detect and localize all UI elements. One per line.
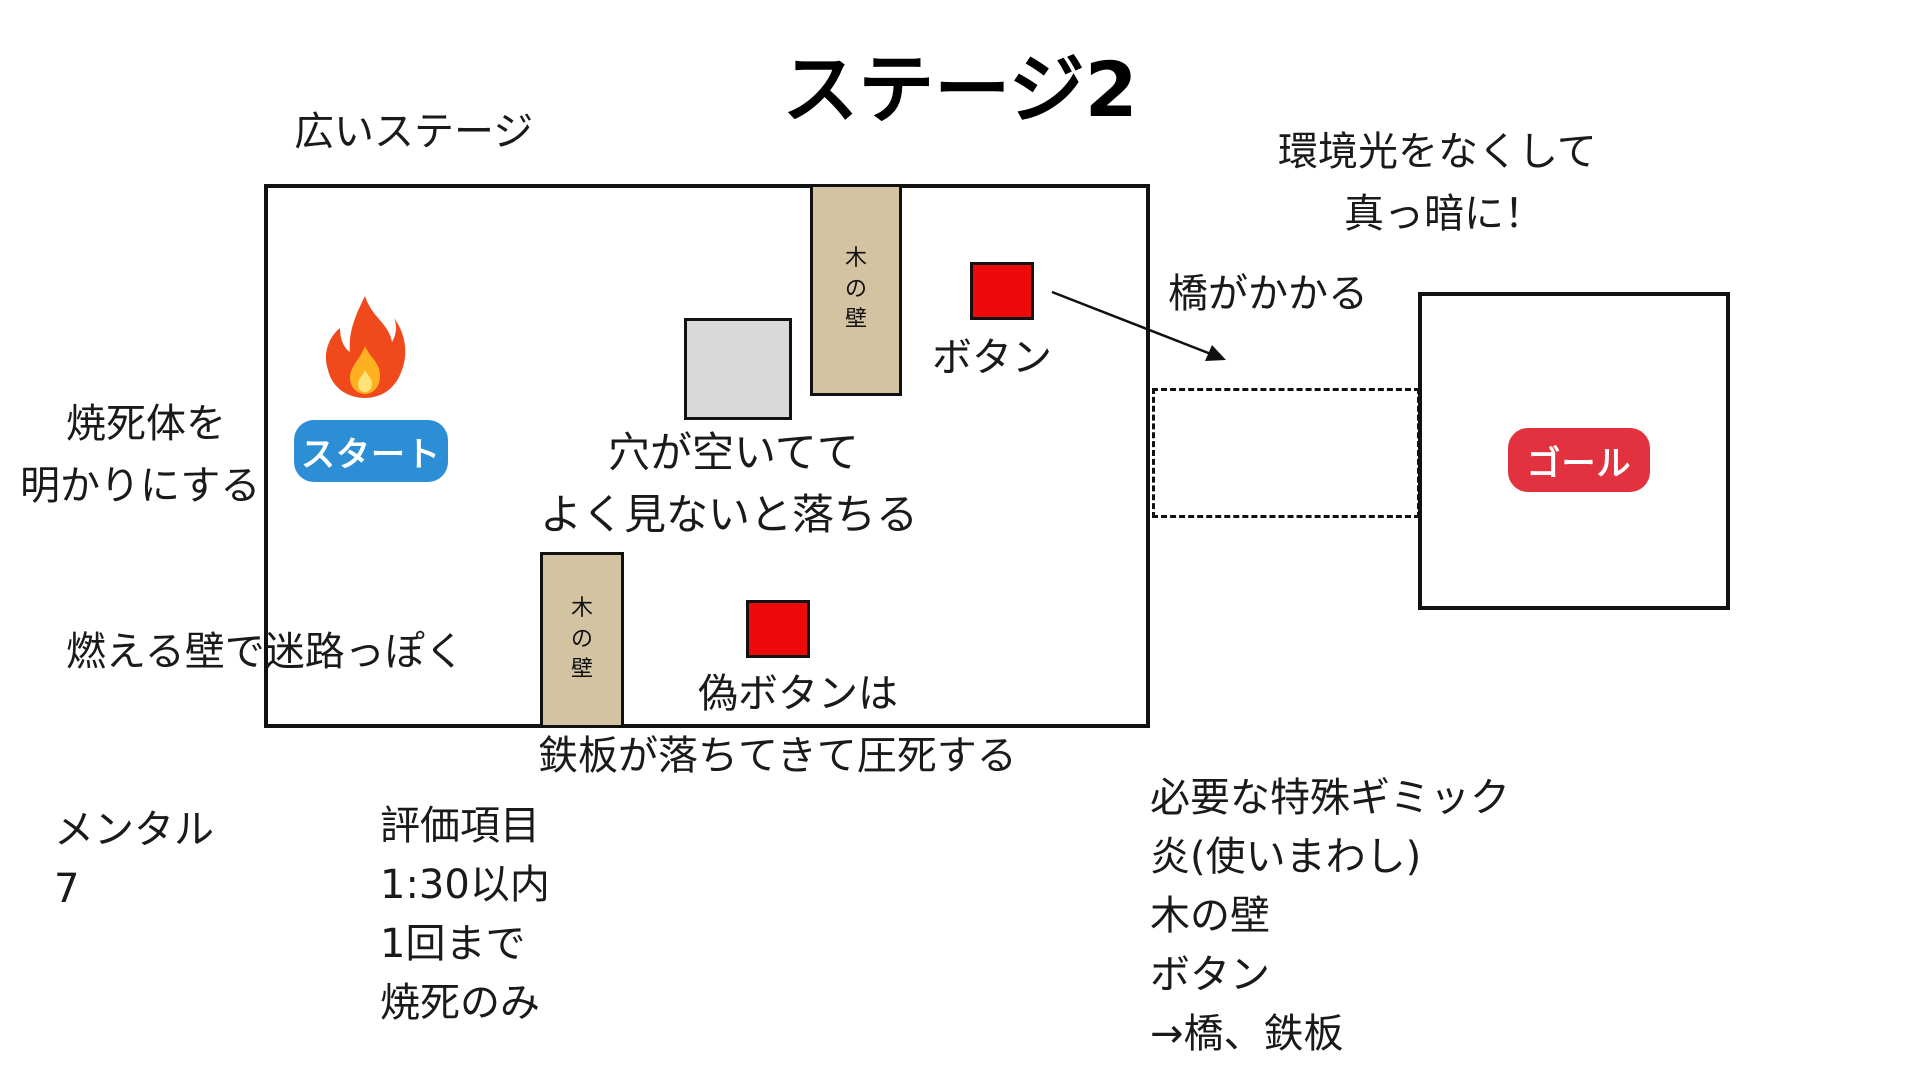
hole-label-line1: 穴が空いてて (608, 428, 859, 477)
gimmick-item: 炎(使いまわし) (1150, 834, 1422, 880)
corpse-label-line2: 明かりにする (20, 463, 261, 509)
gimmick-item: →橋、鉄板 (1150, 1011, 1344, 1057)
bridge-appears-label: 橋がかかる (1168, 271, 1368, 317)
gimmick-item: ボタン (1150, 952, 1270, 998)
evaluation-heading: 評価項目 (380, 803, 540, 849)
wood-wall-char: 壁 (844, 307, 867, 333)
flame-icon (325, 296, 406, 398)
corpse-label-line1: 焼死体を (66, 401, 226, 447)
gimmick-item: 木の壁 (1150, 893, 1270, 939)
fake-button-marker (746, 600, 810, 658)
gimmicks-heading: 必要な特殊ギミック (1150, 775, 1510, 821)
mental-value: 7 (54, 866, 80, 912)
ambient-label-line1: 環境光をなくして (1278, 129, 1597, 175)
wood-wall-char: の (844, 276, 867, 302)
ambient-label-line2: 真っ暗に！ (1344, 191, 1544, 237)
wide-stage-label: 広いステージ (294, 109, 534, 155)
bridge-area (1152, 388, 1420, 518)
main-stage-area (264, 184, 1150, 728)
wood-wall-char: 壁 (570, 657, 593, 683)
wood-wall-char: 木 (844, 245, 867, 271)
gimmicks-block: 必要な特殊ギミック 炎(使いまわし) 木の壁 ボタン →橋、鉄板 (1150, 778, 1510, 1073)
wood-wall-top: 木 の 壁 (810, 184, 902, 396)
hole-block (684, 318, 792, 420)
wood-wall-bottom: 木 の 壁 (540, 552, 624, 728)
evaluation-item: 焼死のみ (380, 980, 540, 1026)
flame-core (358, 370, 372, 392)
page-title: ステージ2 (782, 45, 1138, 134)
burning-walls-label: 燃える壁で迷路っぽく (66, 629, 465, 675)
evaluation-item: 1:30以内 (380, 862, 550, 908)
real-button-marker (970, 262, 1034, 320)
arrow-head (1205, 345, 1226, 361)
evaluation-item: 1回まで (380, 921, 526, 967)
goal-area (1418, 292, 1730, 610)
fake-button-label-line1: 偽ボタンは (698, 671, 898, 717)
evaluation-block: 評価項目 1:30以内 1回まで 焼死のみ (380, 806, 550, 1042)
mental-heading: メンタル (54, 807, 214, 853)
mental-block: メンタル 7 (54, 810, 214, 928)
wood-wall-char: の (570, 626, 593, 652)
wood-wall-char: 木 (570, 595, 593, 621)
goal-badge: ゴール (1508, 428, 1650, 492)
flame-outer (325, 296, 406, 398)
fake-button-label-line2: 鉄板が落ちてきて圧死する (538, 733, 1017, 779)
start-badge: スタート (294, 420, 448, 482)
button-label: ボタン (932, 335, 1052, 381)
hole-label-line2: よく見ないと落ちる (540, 490, 919, 539)
